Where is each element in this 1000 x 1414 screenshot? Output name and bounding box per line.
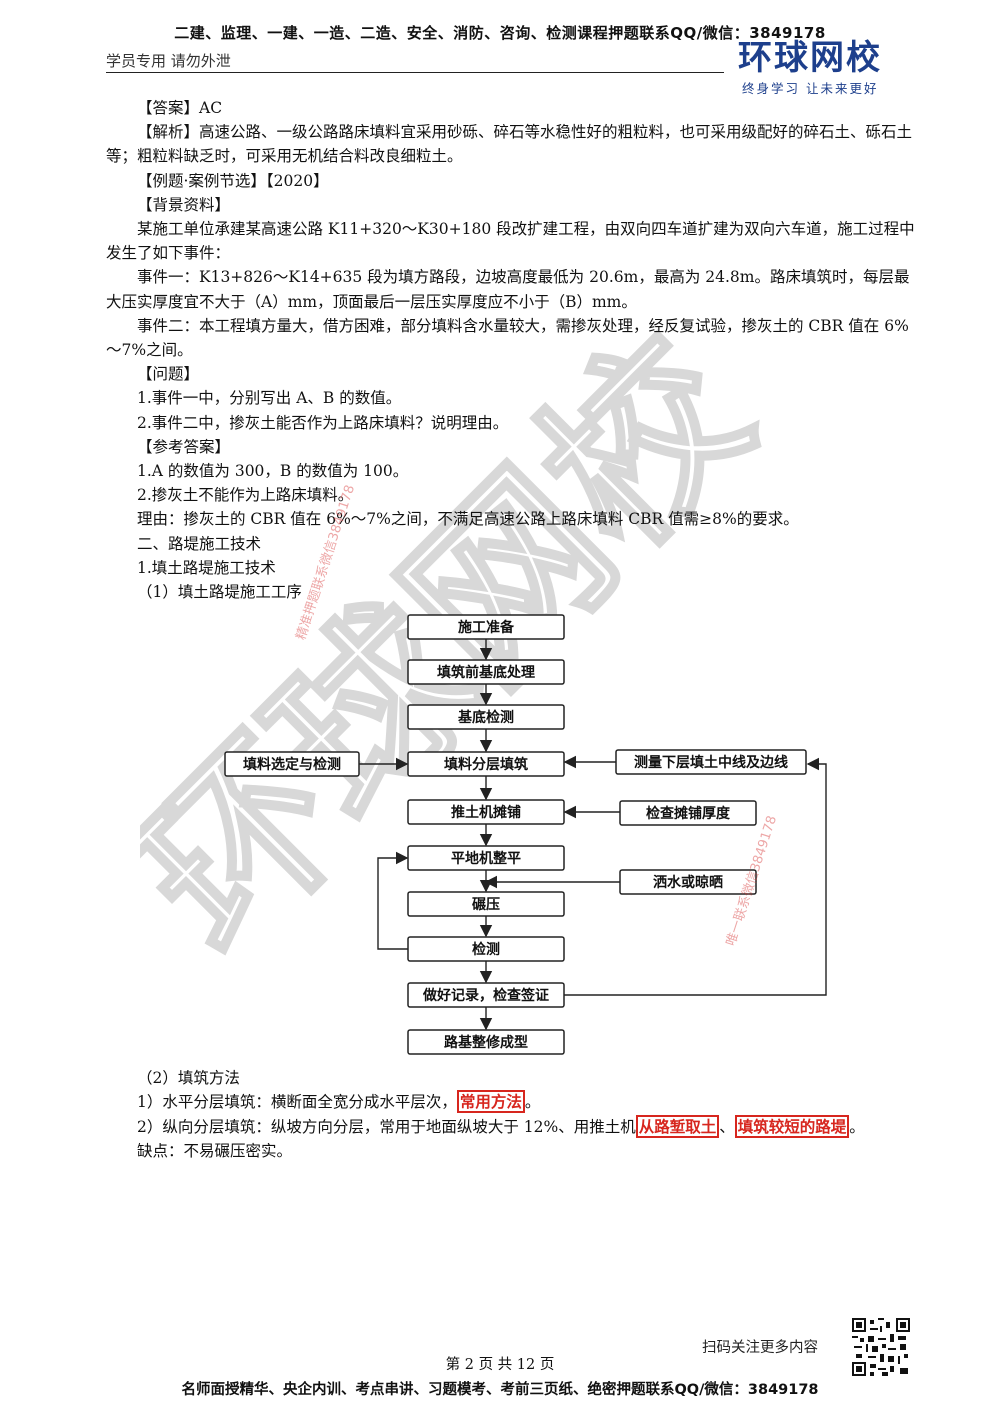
method-horizontal-text: 1）水平分层填筑：横断面全宽分成水平层次， — [137, 1093, 457, 1112]
process-heading: （1）填土路堤施工工序 — [137, 583, 302, 602]
method-horizontal-end: 。 — [524, 1093, 541, 1112]
highlight-common-method: 常用方法 — [456, 1090, 525, 1114]
label-base-treatment: 填筑前基底处理 — [437, 664, 535, 681]
label-compaction: 碾压 — [472, 897, 500, 913]
method-longitudinal: 2）纵向分层填筑：纵坡方向分层，常用于地面纵坡大于 12%、用推土机从路堑取土、… — [106, 1114, 916, 1139]
document-body: 【答案】AC 【解析】高速公路、一级公路路床填料宜采用砂砾、碎石等水稳性好的粗粒… — [106, 96, 916, 1163]
label-record-sign: 做好记录，检查签证 — [422, 987, 549, 1004]
method-drawback: 缺点：不易碾压密实。 — [137, 1141, 293, 1160]
event-one-paragraph: 事件一：K13+826～K14+635 段为填方路段，边坡高度最低为 20.6m… — [106, 268, 910, 311]
method-longitudinal-sep: 、 — [719, 1117, 735, 1136]
section-heading: 二、路堤施工技术 — [137, 534, 262, 553]
confidential-note: 学员专用 请勿外泄 — [106, 52, 231, 70]
answer-1: 1.A 的数值为 300，B 的数值为 100。 — [137, 462, 409, 481]
logo-name: 环球网校 — [738, 38, 882, 78]
example-heading: 【例题·案例节选】【2020】 — [137, 171, 329, 190]
background-paragraph: 某施工单位承建某高速公路 K11+320～K30+180 段改扩建工程，由双向四… — [106, 220, 915, 263]
highlight-cut-borrow: 从路堑取土 — [635, 1114, 720, 1138]
method-horizontal: 1）水平分层填筑：横断面全宽分成水平层次，常用方法。 — [106, 1090, 916, 1114]
qr-caption: 扫码关注更多内容 — [702, 1340, 818, 1356]
footer-banner: 名师面授精华、央企内训、考点串讲、习题模考、考前三页纸、绝密押题联系QQ/微信：… — [181, 1382, 819, 1398]
background-heading: 【背景资料】 — [137, 195, 231, 214]
reference-answer-heading: 【参考答案】 — [137, 437, 231, 456]
answer-reason: 理由：掺灰土的 CBR 值在 6%～7%之间，不满足高速公路上路床填料 CBR … — [137, 510, 799, 529]
header-rule — [106, 72, 724, 73]
label-base-inspection: 基底检测 — [458, 709, 514, 726]
qr-code-icon[interactable] — [852, 1318, 910, 1376]
label-water-dry: 洒水或晾晒 — [653, 874, 723, 891]
label-check-thickness: 检查摊铺厚度 — [646, 805, 731, 822]
question-heading: 【问题】 — [137, 365, 200, 384]
label-survey-centerline: 测量下层填土中线及边线 — [634, 754, 788, 771]
highlight-short-embankment: 填筑较短的路堤 — [734, 1114, 850, 1138]
method-longitudinal-text: 2）纵向分层填筑：纵坡方向分层，常用于地面纵坡大于 12%、用推土机 — [137, 1117, 636, 1136]
answer-2: 2.掺灰土不能作为上路床填料。 — [137, 486, 354, 505]
answer-line: 【答案】AC — [137, 99, 223, 117]
event-two-paragraph: 事件二：本工程填方量大，借方困难，部分填料含水量较大，需掺灰处理，经反复试验，掺… — [106, 316, 909, 360]
label-layered-filling: 填料分层填筑 — [444, 756, 528, 773]
label-construction-prep: 施工准备 — [458, 619, 515, 636]
question-1: 1.事件一中，分别写出 A、B 的数值。 — [137, 389, 402, 408]
label-testing: 检测 — [472, 941, 500, 958]
header-banner: 二建、监理、一建、一造、二造、安全、消防、咨询、检测课程押题联系QQ/微信：38… — [174, 24, 826, 42]
label-grader-level: 平地机整平 — [451, 850, 521, 867]
method-heading: （2）填筑方法 — [137, 1069, 240, 1088]
logo-slogan: 终身学习 让未来更好 — [742, 81, 879, 96]
analysis-paragraph: 【解析】高速公路、一级公路路床填料宜采用砂砾、碎石等水稳性好的粗粒料，也可采用级… — [106, 123, 913, 166]
label-subgrade-finish: 路基整修成型 — [444, 1034, 528, 1051]
subsection-heading: 1.填土路堤施工技术 — [137, 558, 276, 577]
node-check-thickness — [619, 800, 757, 826]
page-number: 第 2 页 共 12 页 — [445, 1357, 555, 1373]
flowchart: 施工准备 填筑前基底处理 基底检测 填料分层填筑 推土机摊铺 平地机整平 碾压 … — [224, 614, 827, 1055]
method-longitudinal-end: 。 — [849, 1117, 865, 1136]
question-2: 2.事件二中，掺灰土能否作为上路床填料？说明理由。 — [137, 413, 509, 432]
logo: 环球网校 终身学习 让未来更好 — [738, 38, 918, 98]
label-fill-selection: 填料选定与检测 — [243, 756, 341, 773]
label-bulldozer-spread: 推土机摊铺 — [451, 804, 521, 821]
